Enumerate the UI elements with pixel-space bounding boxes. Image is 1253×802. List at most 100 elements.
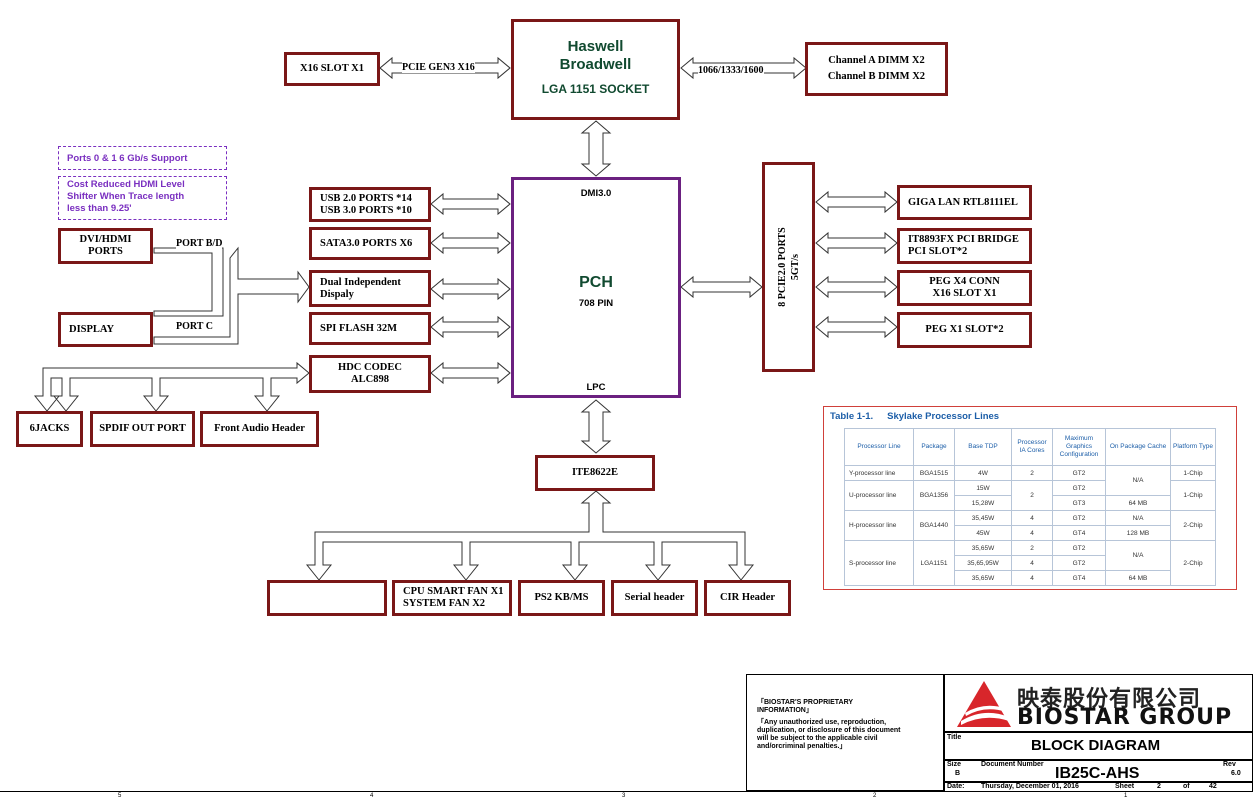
total-sheets: 42 xyxy=(1209,783,1217,790)
dual-display-line2: Dispaly xyxy=(320,288,354,300)
prop-line5: will be subject to the applicable civil xyxy=(757,735,878,742)
port-c-label: PORT C xyxy=(176,321,213,332)
cir-header-label: CIR Header xyxy=(719,592,776,603)
system-fan-label: SYSTEM FAN X2 xyxy=(403,598,486,609)
ps2-block: PS2 KB/MS xyxy=(518,580,605,616)
rev-value: 6.0 xyxy=(1231,770,1241,777)
x16-slot-label: X16 SLOT X1 xyxy=(300,63,364,74)
cell-tdp: 4W xyxy=(954,465,1012,481)
th-graphics: Maximum Graphics Configuration xyxy=(1052,428,1106,466)
display-label: DISPLAY xyxy=(69,323,115,335)
dual-display-block: Dual Independent Dispaly xyxy=(309,270,431,307)
column-5: 5 xyxy=(118,793,122,799)
prop-line4: duplication, or disclosure of this docum… xyxy=(757,727,901,734)
cell-cache: 128 MB xyxy=(1105,525,1171,541)
ps2-label: PS2 KB/MS xyxy=(534,592,589,603)
cell-gfx: GT2 xyxy=(1052,510,1106,526)
6jacks-label: 6JACKS xyxy=(29,423,70,434)
table-row: Y-processor line BGA1515 4W 2 GT2 N/A 1-… xyxy=(844,465,1216,496)
cell-tdp: 45W xyxy=(954,525,1012,541)
cell-cache: N/A xyxy=(1105,510,1171,526)
display-block: DISPLAY xyxy=(58,312,153,347)
ite-branch-arrow xyxy=(305,490,755,581)
table-title-number: Table 1-1. xyxy=(830,411,874,422)
pch-block: DMI3.0 PCH 708 PIN LPC xyxy=(511,177,681,398)
lan-arrow xyxy=(815,190,898,214)
company-name-cn: 映泰股份有限公司 xyxy=(1017,687,1202,712)
pch-name: PCH xyxy=(579,274,613,291)
sata-note-text: Ports 0 & 1 6 Gb/s Support xyxy=(67,153,188,164)
peg-x1-block: PEG X1 SLOT*2 xyxy=(897,312,1032,348)
cell-line: U-processor line xyxy=(844,480,914,511)
cell-gfx: GT3 xyxy=(1052,495,1106,511)
cell-gfx: GT2 xyxy=(1052,555,1106,571)
spdif-label: SPDIF OUT PORT xyxy=(99,423,186,434)
dual-display-arrow xyxy=(430,277,511,301)
hdc-codec-line2: ALC898 xyxy=(351,374,389,385)
ite-block: ITE8622E xyxy=(535,455,655,491)
spi-flash-label: SPI FLASH 32M xyxy=(320,322,398,334)
document-row: Size B Document Number IB25C-AHS Rev 6.0 xyxy=(944,760,1253,782)
cell-line: H-processor line xyxy=(844,510,914,541)
cell-tdp: 35,45W xyxy=(954,510,1012,526)
cell-cache: 64 MB xyxy=(1105,570,1171,586)
dimm-block: Channel A DIMM X2 Channel B DIMM X2 xyxy=(805,42,948,96)
front-audio-label: Front Audio Header xyxy=(214,423,305,434)
table-row: 15,28W GT3 64 MB xyxy=(845,495,1216,511)
cell-cores: 4 xyxy=(1011,570,1053,586)
column-ruler: 5 4 3 2 1 xyxy=(0,791,1253,802)
dvi-hdmi-line1: DVI/HDMI xyxy=(79,234,132,245)
hdmi-note-line2: Shifter When Trace length xyxy=(67,191,185,202)
cell-tdp: 35,65W xyxy=(954,540,1012,556)
th-base-tdp: Base TDP xyxy=(954,428,1012,466)
prop-line6: and/orcriminal penalties.」 xyxy=(757,743,847,750)
audio-branch-arrow xyxy=(33,361,310,412)
column-3: 3 xyxy=(622,793,626,799)
cell-plat: 1-Chip xyxy=(1170,465,1216,481)
title-label: Title xyxy=(947,734,962,741)
cell-cores: 2 xyxy=(1011,480,1053,511)
pch-lpc-label: LPC xyxy=(586,382,606,393)
proprietary-notice: 「BIOSTAR'S PROPRIETARY INFORMATION」 「Any… xyxy=(746,674,944,791)
cell-cache: N/A xyxy=(1105,540,1171,571)
cell-gfx: GT4 xyxy=(1052,570,1106,586)
cell-plat: 2-Chip xyxy=(1170,510,1216,541)
table-title: Table 1-1. Skylake Processor Lines xyxy=(830,411,999,422)
port-bd-label: PORT B/D xyxy=(176,238,223,249)
biostar-logo-icon xyxy=(957,681,1011,727)
th-cores: Processor IA Cores xyxy=(1011,428,1053,466)
cell-tdp: 15,28W xyxy=(954,495,1012,511)
table-row: 35,65,95W 4 GT2 xyxy=(845,555,1216,571)
rev-label: Rev xyxy=(1223,761,1236,768)
pcie-ports-line1: 8 PCIE2.0 PORTS xyxy=(776,227,788,307)
peg-x4-line1: PEG X4 CONN xyxy=(929,276,1000,287)
th-platform: Platform Type xyxy=(1170,428,1216,466)
processor-lines-table: Table 1-1. Skylake Processor Lines Proces… xyxy=(823,406,1237,590)
cell-plat: 1-Chip xyxy=(1170,480,1216,511)
table-title-text: Skylake Processor Lines xyxy=(887,411,1000,422)
pcie-gen3-label: PCIE GEN3 X16 xyxy=(402,62,475,73)
hdmi-note: Cost Reduced HDMI Level Shifter When Tra… xyxy=(58,176,227,220)
fan-block: CPU SMART FAN X1 SYSTEM FAN X2 xyxy=(392,580,512,616)
cell-tdp: 35,65,95W xyxy=(954,555,1012,571)
cell-pkg: BGA1356 xyxy=(913,480,955,511)
column-1: 1 xyxy=(1124,793,1128,799)
cpu-socket: LGA 1151 SOCKET xyxy=(541,82,650,96)
date-value: Thursday, December 01, 2016 xyxy=(981,783,1079,790)
size-label: Size xyxy=(947,761,962,768)
cpu-name-2: Broadwell xyxy=(559,56,632,73)
cell-cores: 2 xyxy=(1011,465,1053,481)
cell-cache: 64 MB xyxy=(1105,495,1171,511)
serial-header-label: Serial header xyxy=(624,592,685,603)
peg-x1-label: PEG X1 SLOT*2 xyxy=(925,324,1004,335)
pci-bridge-line1: IT8893FX PCI BRIDGE xyxy=(908,234,1019,245)
x16-slot-block: X16 SLOT X1 xyxy=(284,52,380,86)
sata-note: Ports 0 & 1 6 Gb/s Support xyxy=(58,146,227,170)
sheet-value: 2 xyxy=(1157,783,1161,790)
cpu-fan-label: CPU SMART FAN X1 xyxy=(403,586,504,597)
pci-bridge-arrow xyxy=(815,231,898,255)
sata-label: SATA3.0 PORTS X6 xyxy=(320,237,413,249)
peg-x4-arrow xyxy=(815,275,898,299)
hdmi-note-line1: Cost Reduced HDMI Level xyxy=(67,179,185,190)
giga-lan-block: GIGA LAN RTL8111EL xyxy=(897,185,1032,220)
